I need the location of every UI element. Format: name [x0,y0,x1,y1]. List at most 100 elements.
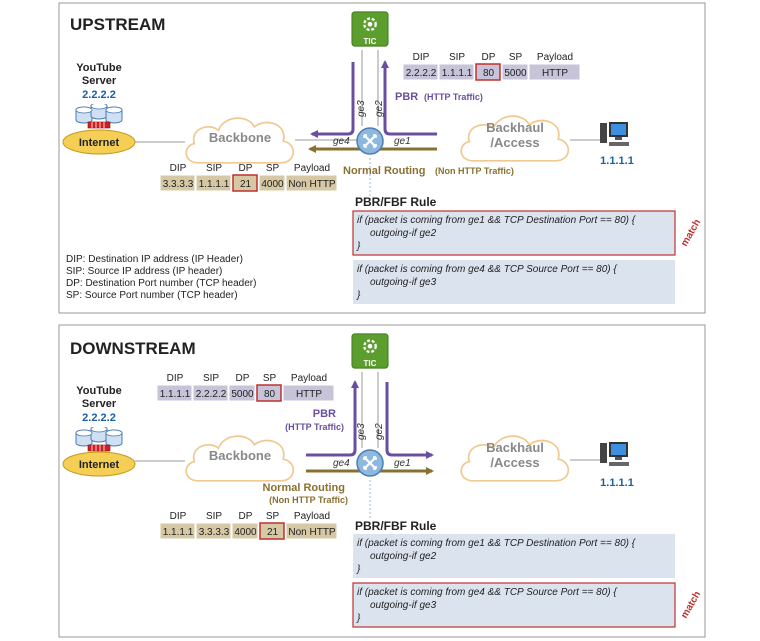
iface-ge1: ge1 [394,458,411,469]
packet-header-dip: DIP [170,163,187,174]
packet-header-sip: SIP [203,373,219,384]
rule-2-line-1: if (packet is coming from ge4 && TCP Sou… [357,264,618,275]
rule-1-line-2: outgoing-if ge2 [370,228,437,239]
port-80-highlight [475,63,501,81]
packet-value-dip: 1.1.1.1 [160,389,191,400]
packet-cell-bg [195,174,232,192]
pbr-sublabel: (HTTP Traffic) [424,92,483,102]
client-computer-icon [600,122,629,146]
packet-value-sp: 4000 [261,179,284,190]
packet-cell-bg [402,63,439,81]
rule-1-line-3: } [356,241,361,252]
internet-label: Internet [79,137,120,149]
packet-cell-bg [231,522,259,540]
legend-dip: DIP: Destination IP address (IP Header) [66,254,243,265]
packet-header-sip: SIP [206,511,222,522]
iface-ge4: ge4 [333,458,350,469]
packet-value-dip: 1.1.1.1 [163,527,194,538]
http-packet: DIP2.2.2.2SIP1.1.1.1DP80SP5000PayloadHTT… [402,52,581,81]
packet-header-sip: SIP [206,163,222,174]
packet-header-dip: DIP [167,373,184,384]
backhaul-label-line1: Backhaul [486,120,544,135]
packet-cell-bg [258,174,286,192]
pbr-sublabel: (HTTP Traffic) [285,422,344,432]
port-80-highlight [259,522,285,540]
packet-header-dip: DIP [413,52,430,63]
packet-header-dp: DP [239,511,253,522]
legend-sp: SP: Source Port number (TCP header) [66,290,238,301]
rule-box-2 [353,260,675,304]
rule-title: PBR/FBF Rule [355,195,437,209]
pbr-arrow-out [310,62,355,138]
iface-ge2: ge2 [374,100,385,117]
packet-cell-bg [438,63,475,81]
packet-value-dip: 3.3.3.3 [163,179,194,190]
packet-cell-bg [156,384,193,402]
rule-list: if (packet is coming from ge1 && TCP Des… [352,210,703,304]
rule-box-1 [352,210,676,256]
non-http-packet: DIP3.3.3.3SIP1.1.1.1DP21SP4000PayloadNon… [159,163,338,192]
backhaul-label-line2: /Access [490,455,539,470]
packet-cell-bg [228,384,256,402]
port-80-highlight [256,384,282,402]
packet-cell-bg [282,384,335,402]
server-label-line1: YouTube [76,385,121,397]
packet-header-sp: SP [263,373,277,384]
legend-sip: SIP: Source IP address (IP header) [66,266,222,277]
packet-cell-bg [285,522,338,540]
packet-header-dp: DP [482,52,496,63]
rule-1-line-1: if (packet is coming from ge1 && TCP Des… [357,215,637,226]
upstream-panel: UPSTREAM YouTube Server 2.2.2.2 Internet… [58,2,706,314]
backhaul-label-line2: /Access [490,135,539,150]
normal-routing-label: Normal Routing [263,482,346,494]
packet-value-dp: 80 [483,68,495,79]
tic-label: TIC [364,37,377,46]
pbr-arrow-up [306,380,359,457]
pbr-arrow-up [381,60,437,136]
pbr-arrow-out [385,382,434,459]
downstream-panel: DOWNSTREAM YouTube Server 2.2.2.2 Intern… [58,324,706,638]
rule-2-line-3: } [356,290,361,301]
packet-value-payload: Non HTTP [288,179,336,190]
rule-2-line-2: outgoing-if ge3 [370,277,437,288]
legend-dp: DP: Destination Port number (TCP header) [66,278,256,289]
rule-2-line-2: outgoing-if ge3 [370,600,437,611]
packet-header-dip: DIP [170,511,187,522]
upstream-title: UPSTREAM [70,15,165,34]
normal-routing-label: Normal Routing [343,165,426,177]
internet-label: Internet [79,459,120,471]
packet-value-dp: 4000 [234,527,257,538]
packet-value-dip: 2.2.2.2 [406,68,437,79]
client-ip: 1.1.1.1 [600,155,634,167]
packet-header-dp: DP [236,373,250,384]
iface-ge3: ge3 [356,100,367,117]
rule-2-line-1: if (packet is coming from ge4 && TCP Sou… [357,587,618,598]
packet-cell-bg [159,174,196,192]
packet-cell-bg [195,522,232,540]
downstream-title: DOWNSTREAM [70,339,196,358]
packet-value-sip: 1.1.1.1 [199,179,230,190]
packet-value-payload: HTTP [296,389,322,400]
packet-header-payload: Payload [294,511,330,522]
non-http-packet: DIP 1.1.1.1 SIP 3.3.3.3 DP 4000 SP 21 PayloadNon… [159,511,338,540]
packet-header-sp: SP [509,52,523,63]
packet-value-sip: 3.3.3.3 [199,527,230,538]
iface-ge4: ge4 [333,136,350,147]
server-label-line2: Server [82,398,117,410]
packet-cell-bg [501,63,529,81]
pbr-label: PBR [313,408,336,420]
packet-header-sp: SP [266,511,280,522]
server-ip: 2.2.2.2 [82,89,116,101]
iface-ge1: ge1 [394,136,411,147]
rule-box-2 [352,582,676,628]
normal-routing-sublabel: (Non HTTP Traffic) [435,166,514,176]
packet-value-payload: Non HTTP [288,527,336,538]
port-80-highlight [232,174,258,192]
http-packet: DIP1.1.1.1SIP2.2.2.2DP5000SP80PayloadHTT… [156,373,335,402]
internet-cloud-icon [62,451,136,477]
router-icon [355,448,385,478]
rule-2-line-3: } [356,613,361,624]
packet-value-sp: 21 [267,527,279,538]
packet-value-sp: 5000 [504,68,527,79]
packet-value-dp: 5000 [231,389,254,400]
